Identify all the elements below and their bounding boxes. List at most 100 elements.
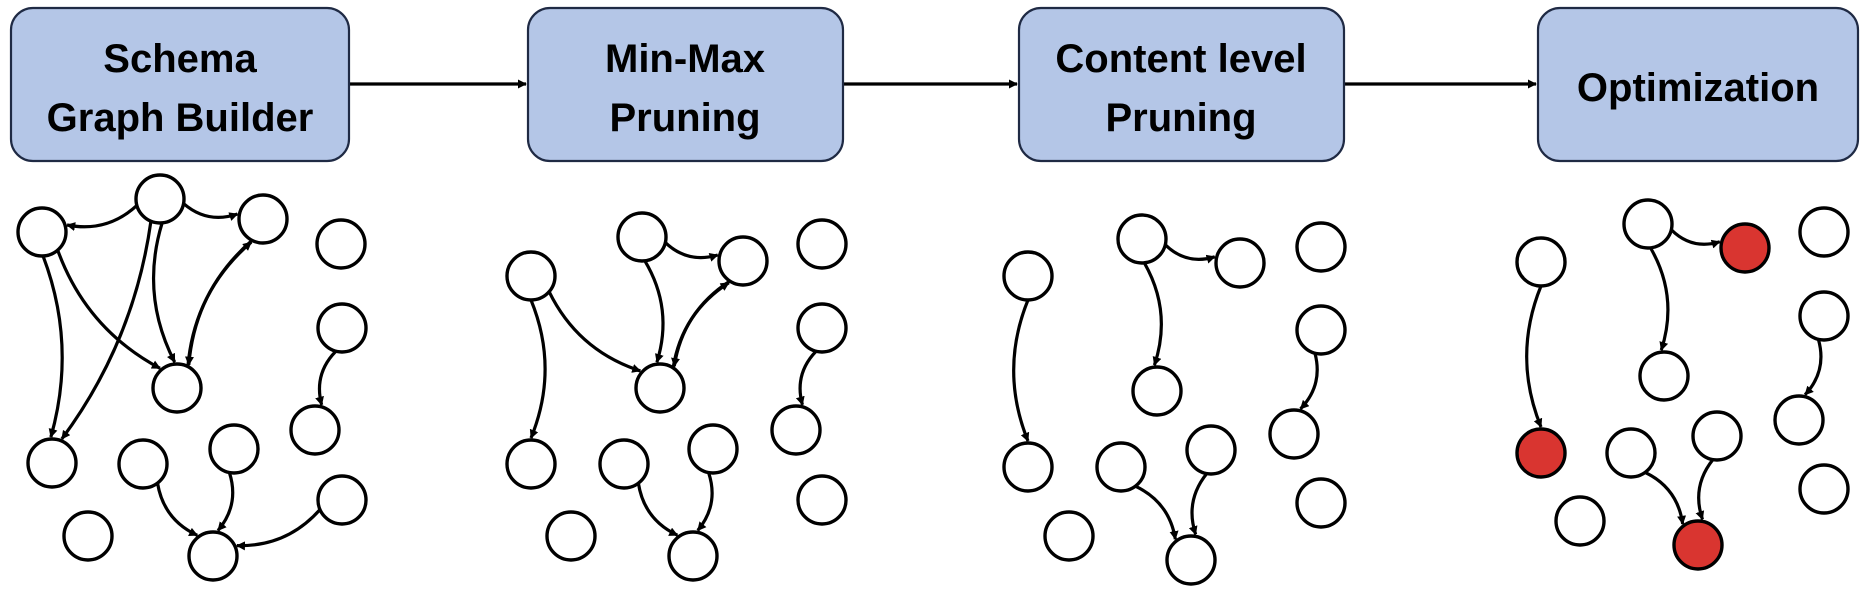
edge-optimization-b-e [1649,247,1670,351]
stage-label-schema-line-1: Schema [103,37,257,81]
node-optimization-k [1554,495,1606,547]
node-schema-g [289,404,341,456]
node-schema-a [16,206,68,258]
edge-schema-a-e [56,249,161,370]
node-optimization-i [1605,427,1657,479]
node-optimization-g [1773,394,1825,446]
edge-optimization-a-h [1525,285,1543,428]
node-minmax-j [687,423,739,475]
node-minmax-b [616,211,668,263]
node-optimization-j [1691,410,1743,462]
edge-schema-c-e [184,239,254,366]
node-content-a [1002,250,1054,302]
node-minmax-l [667,530,719,582]
node-content-e [1131,365,1183,417]
node-minmax-d [796,218,848,270]
node-schema-b [134,173,186,225]
edge-optimization-j-l [1695,458,1715,521]
edge-schema-a-h [41,255,64,438]
node-content-k [1043,510,1095,562]
edge-content-b-c [1164,243,1216,264]
edge-minmax-f-g [795,350,818,406]
stage-label-minmax-line-2: Pruning [609,96,760,140]
edge-schema-m-l [235,508,322,551]
node-optimization-f [1798,290,1850,342]
edge-minmax-a-h [529,299,547,439]
edge-schema-i-l [155,482,199,537]
stage-box-optimization: Optimization [1536,6,1860,163]
edge-content-j-l [1188,472,1208,536]
node-content-i [1095,441,1147,493]
edge-content-f-g [1299,352,1319,410]
edge-minmax-i-l [636,482,679,537]
node-minmax-h [505,438,557,490]
node-content-d [1295,221,1347,273]
edge-minmax-b-c [664,241,719,262]
edge-content-a-h [1012,299,1030,442]
node-minmax-i [598,438,650,490]
node-optimization-d [1798,206,1850,258]
edge-content-b-e [1142,262,1163,366]
stage-label-content-line-1: Content level [1055,37,1306,81]
node-schema-k [62,510,114,562]
edge-minmax-c-e [671,279,731,368]
graph-minmax [505,211,848,582]
node-content-j [1185,424,1237,476]
node-optimization-e [1638,350,1690,402]
node-optimization-h-selected [1515,427,1567,479]
node-optimization-b [1622,198,1674,250]
edge-schema-e-c [186,240,253,367]
graph-schema [16,173,368,582]
node-minmax-g [770,404,822,456]
node-schema-c [237,193,289,245]
stage-box-schema: Schema Graph Builder [9,6,351,163]
node-schema-h [26,437,78,489]
graph-optimization [1515,198,1850,571]
graphs-layer [16,173,1850,586]
edge-schema-b-c [182,202,239,221]
node-content-g [1268,408,1320,460]
edge-schema-b-e [151,222,177,363]
node-minmax-c [717,235,769,287]
edge-schema-j-l [216,472,235,532]
stage-label-content-line-2: Pruning [1105,96,1256,140]
node-schema-d [315,218,367,270]
node-minmax-k [545,510,597,562]
node-content-c [1214,237,1266,289]
graph-content [1002,213,1347,586]
node-schema-m [316,474,368,526]
node-schema-e [151,362,203,414]
edge-minmax-j-l [696,472,714,532]
edge-optimization-i-l [1644,470,1687,525]
stage-label-minmax-line-1: Min-Max [605,37,765,81]
edge-minmax-b-e [643,260,665,364]
node-content-f [1295,304,1347,356]
node-optimization-m [1798,463,1850,515]
stage-box-content: Content level Pruning [1017,6,1346,163]
node-minmax-f [796,302,848,354]
stage-box-minmax: Min-Max Pruning [526,6,845,163]
node-schema-l [187,530,239,582]
node-minmax-a [505,250,557,302]
edge-optimization-b-c [1670,228,1721,249]
node-content-b [1116,213,1168,265]
edge-content-i-l [1134,484,1179,541]
node-optimization-a [1515,236,1567,288]
node-schema-i [117,438,169,490]
edge-optimization-f-g [1803,338,1823,396]
node-content-m [1295,477,1347,529]
node-content-h [1002,441,1054,493]
node-schema-f [316,302,368,354]
edge-minmax-a-e [547,291,642,373]
edge-schema-f-g [315,350,338,406]
node-optimization-l-selected [1672,519,1724,571]
node-minmax-e [634,362,686,414]
edge-minmax-e-c [671,281,730,369]
node-schema-j [208,423,260,475]
stage-label-schema-line-2: Graph Builder [47,96,314,140]
edge-schema-b-a [66,204,138,231]
edge-schema-b-h [60,220,153,440]
node-content-l [1165,534,1217,586]
stage-label-optimization: Optimization [1577,66,1819,110]
